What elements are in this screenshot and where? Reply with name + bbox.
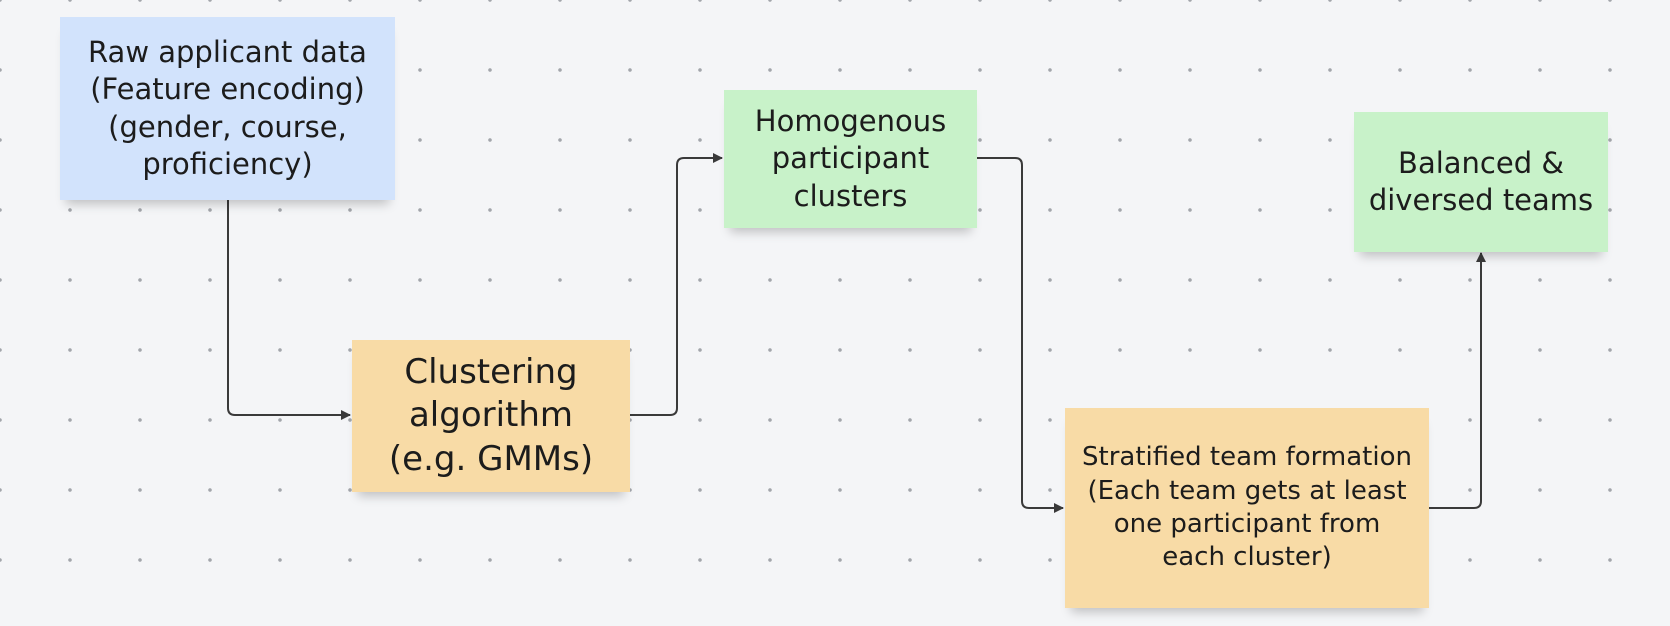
sticky-clustering-algorithm[interactable]: Clustering algorithm (e.g. GMMs)	[352, 340, 630, 492]
connector-clusters-to-stratified[interactable]	[977, 157, 1064, 513]
sticky-homogenous-clusters[interactable]: Homogenous participant clusters	[724, 90, 977, 228]
connector-clustering-to-clusters[interactable]	[630, 153, 723, 416]
sticky-stratified-team-formation[interactable]: Stratified team formation (Each team get…	[1065, 408, 1429, 608]
sticky-balanced-teams[interactable]: Balanced & diversed teams	[1354, 112, 1608, 252]
connector-stratified-to-teams[interactable]	[1429, 252, 1486, 509]
sticky-raw-applicant-data[interactable]: Raw applicant data (Feature encoding) (g…	[60, 17, 395, 200]
connector-raw-to-clustering[interactable]	[227, 200, 351, 420]
